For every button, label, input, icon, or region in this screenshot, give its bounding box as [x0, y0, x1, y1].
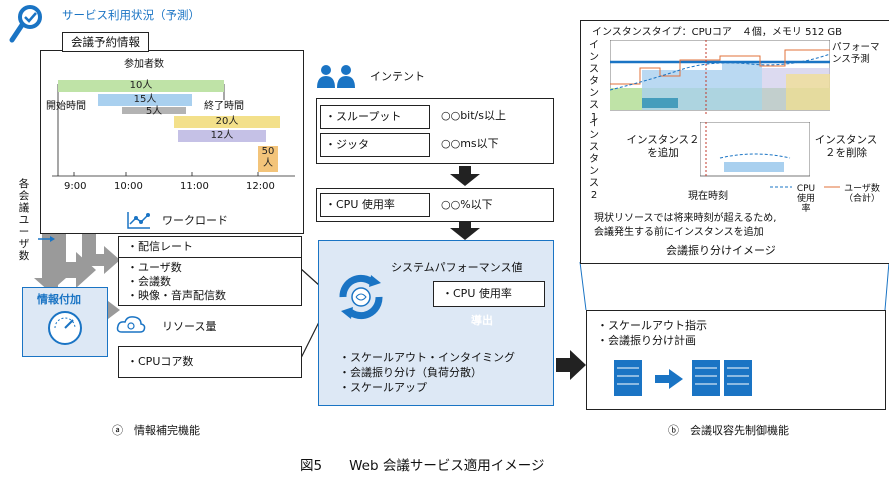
cpu-usage-box: ・CPU 使用率: [433, 281, 545, 307]
participants-label: 参加者数: [124, 59, 164, 70]
intent-panel: ・スループット ○○bit/s以上 ・ジッタ ○○ms以下: [316, 98, 554, 164]
brain-cycle-icon: [333, 271, 389, 323]
add-instance-label: インスタンス２を追加: [626, 134, 700, 159]
end-time-label: 終了時間: [204, 101, 244, 112]
intent-title: インテント: [370, 70, 425, 83]
note-line-1: 現状リソースでは将来時刻が超えるため,: [594, 213, 777, 224]
instance-type-label: インスタンスタイプ：CPUコア ４個，メモリ 512 GB: [592, 27, 842, 38]
legend-users-swatch: [824, 186, 840, 188]
meeting-info-title: 会議予約情報: [62, 32, 149, 52]
workload-item-1: ・配信レート: [127, 240, 193, 253]
server-icon-right-2: [724, 360, 752, 396]
resource-panel: ・CPUコア数: [118, 346, 302, 378]
meeting-bar-1: 10人: [58, 80, 224, 92]
resource-item-1: ・CPUコア数: [127, 355, 194, 368]
meeting-bar-5: 12人: [178, 130, 266, 142]
cloud-gear-icon: [116, 314, 146, 336]
meeting-bar-3: 5人: [122, 107, 186, 117]
intent-row-2-label-box: ・ジッタ: [320, 133, 430, 157]
note-line-2: 会議発生する前にインスタンスを追加: [594, 227, 764, 238]
server-icon-left: [614, 360, 642, 396]
intent-row-1-label-box: ・スループット: [320, 105, 430, 129]
legend-cpu-label: CPU使用率: [796, 184, 816, 214]
people-icon: [316, 64, 358, 88]
system-perf-title: システムパフォーマンス値: [391, 261, 523, 274]
workload-item-3: ・会議数: [127, 275, 171, 288]
control-item-1: ・スケールアウト指示: [597, 319, 707, 332]
cpu-usage-label: ・CPU 使用率: [442, 287, 512, 300]
info-add-panel: 情報付加: [22, 287, 108, 357]
output-item-1: ・スケールアウト・インタイミング: [339, 351, 515, 364]
workload-panel: ・配信レート ・ユーザ数 ・会議数 ・映像・音声配信数: [118, 236, 302, 306]
left-vertical-label: 各会議ユーザ数: [18, 178, 30, 262]
magnifier-icon: [8, 4, 44, 44]
server-icon-right-1: [692, 360, 720, 396]
control-panel: ・スケールアウト指示 ・会議振り分け計画: [586, 310, 886, 410]
cpu-intent-panel: ・CPU 使用率 ○○%以下: [316, 188, 554, 222]
gauge-icon: [48, 311, 82, 345]
cpu-intent-label-box: ・CPU 使用率: [320, 193, 430, 217]
cpu-intent-value: ○○%以下: [441, 198, 493, 211]
gray-down-arrow: [34, 232, 66, 292]
time-tick-3: 11:00: [180, 181, 209, 192]
cpu-intent-label: ・CPU 使用率: [325, 198, 395, 211]
intent-row-1-value: ○○bit/s以上: [441, 109, 506, 122]
service-title: サービス利用状況（予測）: [62, 8, 200, 22]
arrow-to-control: [556, 350, 586, 380]
system-perf-panel: システムパフォーマンス値 ・CPU 使用率 導出 ・スケールアウト・インタイミン…: [318, 240, 554, 406]
info-add-label: 情報付加: [37, 293, 81, 306]
resource-title: リソース量: [162, 320, 217, 333]
caption-b: ⓑ 会議収容先制御機能: [668, 424, 789, 437]
meeting-bar-2: 15人: [98, 94, 192, 106]
intent-row-2-value: ○○ms以下: [441, 137, 499, 150]
gray-flow-arrow-2: [82, 232, 120, 274]
instance2-label: インスタンス2: [589, 118, 599, 201]
meeting-bar-4: 20人: [174, 116, 280, 128]
intent-row-2-label: ・ジッタ: [325, 138, 369, 151]
current-time-label: 現在時刻: [688, 191, 728, 202]
arrow-intent-down-2: [450, 220, 480, 240]
control-item-2: ・会議振り分け計画: [597, 334, 696, 347]
workload-item-4: ・映像・音声配信数: [127, 289, 226, 302]
gray-flow-arrow-1: [52, 232, 96, 288]
intent-row-1-label: ・スループット: [325, 110, 402, 123]
arrow-intent-down-1: [450, 166, 480, 186]
delete-instance-label: インスタンス２を削除: [814, 134, 878, 159]
workload-chart-icon: [126, 210, 152, 230]
instance1-label: インスタンス1: [589, 40, 599, 123]
workload-title: ワークロード: [162, 214, 228, 227]
start-time-label: 開始時間: [46, 101, 86, 112]
derive-label: 導出: [471, 314, 493, 327]
caption-a: ⓐ 情報補完機能: [112, 424, 200, 437]
time-tick-1: 9:00: [64, 181, 87, 192]
meeting-bar-6: 50人: [258, 146, 278, 172]
time-tick-2: 10:00: [114, 181, 143, 192]
output-item-3: ・スケールアップ: [339, 381, 427, 394]
time-tick-4: 12:00: [246, 181, 275, 192]
instance2-chart: [700, 122, 810, 178]
arrow-right-icon: [655, 369, 683, 389]
timeline-axis: [52, 84, 295, 177]
legend-cpu-swatch: [770, 186, 792, 188]
figure-caption: 図5 Web 会議サービス適用イメージ: [300, 458, 545, 474]
workload-item-2: ・ユーザ数: [127, 261, 182, 274]
legend-users-label: ユーザ数（合計）: [843, 184, 880, 204]
perf-forecast-label: パフォーマンス予測: [832, 42, 880, 65]
allocation-caption: 会議振り分けイメージ: [666, 244, 776, 257]
instance1-chart: [610, 40, 830, 114]
output-item-2: ・会議振り分け（負荷分散）: [339, 366, 482, 379]
